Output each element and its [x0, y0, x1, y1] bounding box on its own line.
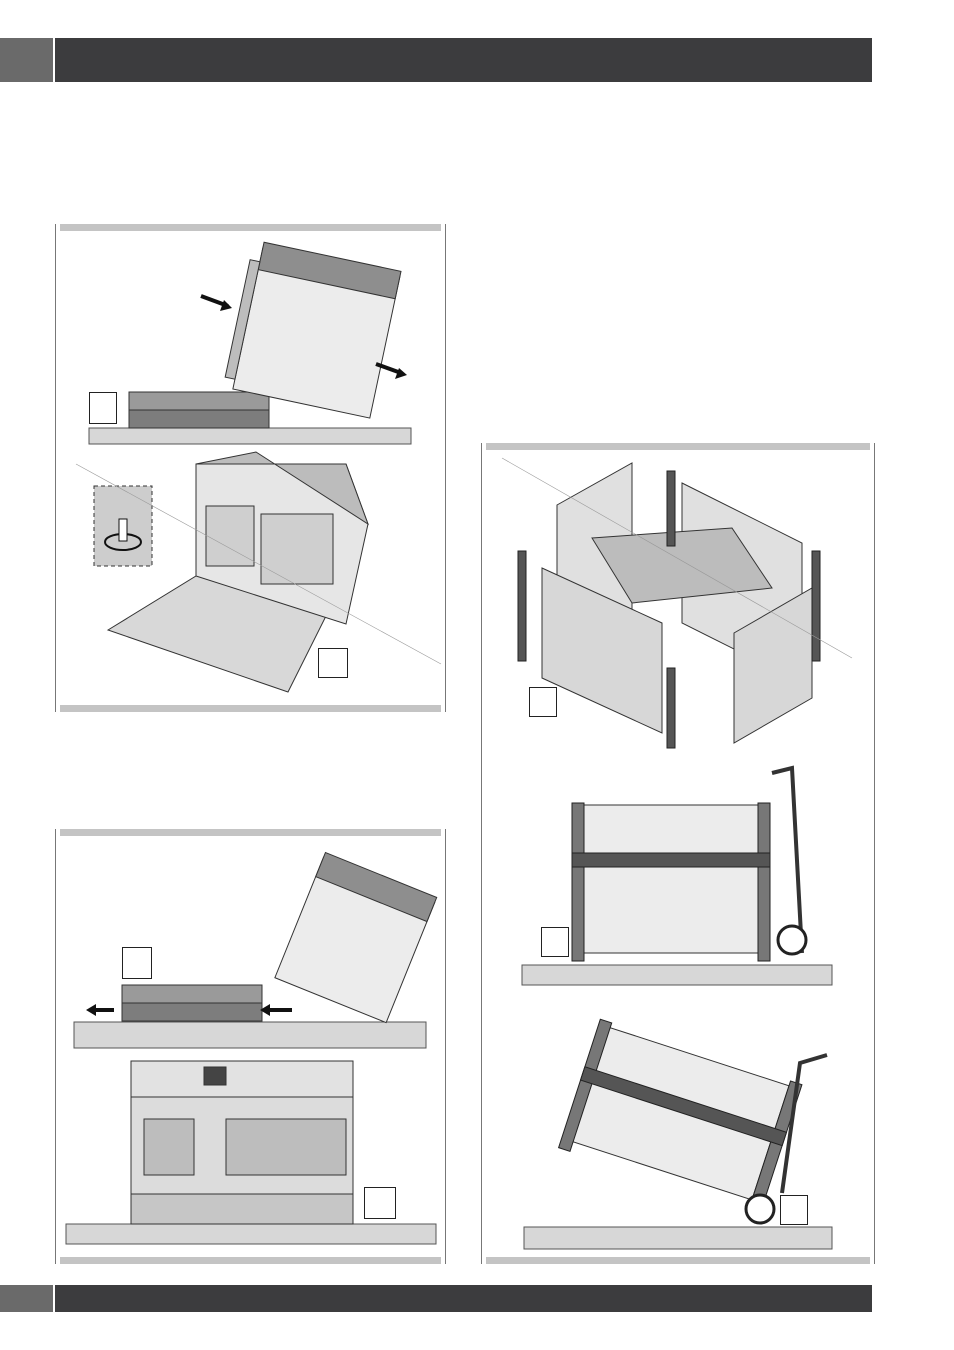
hand-truck-icon	[771, 765, 808, 956]
arrow-icon	[375, 362, 407, 379]
arrow-icon	[86, 1004, 114, 1016]
panel-bottom-rule	[486, 1257, 870, 1264]
figure-label-box	[364, 1187, 396, 1219]
panel-bottom-rule	[60, 1257, 441, 1264]
figure-label-box	[529, 687, 557, 717]
figure-panel-transport	[481, 443, 875, 1264]
footer-tab	[0, 1285, 53, 1312]
figure-label-box	[318, 648, 348, 678]
figure-label-box	[541, 927, 569, 957]
figure-panel-unpack	[55, 224, 446, 712]
base-removal-illustration	[65, 851, 438, 1245]
panel-top-rule	[486, 443, 870, 450]
panel-bottom-rule	[60, 705, 441, 712]
figure-label-box	[780, 1195, 808, 1225]
rotate-icon	[104, 518, 142, 551]
hand-truck-icon	[744, 1053, 828, 1225]
header-tab	[0, 38, 53, 82]
panel-top-rule	[60, 224, 441, 231]
figure-panel-base-removal	[55, 829, 446, 1264]
transport-illustration	[501, 457, 853, 1250]
unpack-illustration	[75, 241, 442, 693]
arrow-icon	[200, 294, 232, 311]
figure-label-box	[122, 947, 152, 979]
arrow-icon	[260, 1004, 292, 1016]
panel-top-rule	[60, 829, 441, 836]
header-band	[55, 38, 872, 82]
figure-label-box	[89, 392, 117, 424]
footer-band	[55, 1285, 872, 1312]
